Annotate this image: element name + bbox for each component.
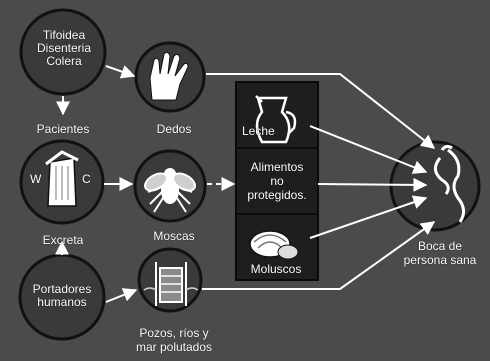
disease-disenteria: Disenteria (36, 41, 92, 55)
latrine-c-label: C (82, 172, 91, 186)
boca-circle (389, 140, 481, 232)
hand-icon (149, 51, 189, 101)
well-icon (143, 262, 199, 306)
diseases-circle (19, 8, 107, 96)
arrow-diseases-to-dedos (105, 65, 136, 79)
boca-line-2: persona sana (403, 253, 477, 267)
arrow-moluscos-to-boca (309, 195, 428, 239)
latrine-w-label: W (30, 172, 42, 186)
arrow-dedos-to-boca (206, 73, 436, 149)
diseases-label: Tifoidea Disenteria Colera (37, 29, 91, 68)
boca-line-1: Boca de (417, 239, 463, 253)
mouth-icon (434, 144, 465, 223)
arrow-portadores-to-pozos (105, 288, 138, 303)
moluscos-label: Moluscos (250, 262, 302, 276)
pacientes-label: Pacientes (36, 122, 90, 136)
dedos-label: Dedos (156, 122, 192, 136)
portadores-line-1: Portadores (32, 282, 92, 296)
arrow-leche-to-boca (309, 125, 428, 174)
alimentos-line-1: Alimentos (250, 160, 304, 174)
pozos-line-1: Pozos, ríos y (139, 326, 209, 340)
fly-icon (144, 168, 196, 213)
alimentos-line-3: protegidos. (247, 188, 307, 202)
alimentos-label: Alimentos no protegidos. (247, 160, 306, 202)
moscas-label: Moscas (153, 229, 195, 243)
boca-label: Boca de persona sana (404, 239, 477, 267)
disease-tifoidea: Tifoidea (42, 28, 86, 42)
leche-label: Leche (242, 124, 275, 138)
pozos-line-2: mar polutados (135, 340, 213, 354)
disease-colera: Colera (46, 54, 82, 68)
arrow-pozos-to-boca (202, 221, 436, 290)
milk-jug-icon (255, 95, 297, 144)
portadores-line-2: humanos (37, 295, 87, 309)
latrine-icon (45, 150, 79, 207)
arrow-alimentos-to-boca (317, 177, 428, 192)
alimentos-line-2: no (270, 174, 284, 188)
portadores-label: Portadores humanos (33, 283, 92, 309)
pozos-label: Pozos, ríos y mar polutados (136, 326, 212, 354)
clam-icon (249, 230, 299, 260)
excreta-label: Excreta (42, 233, 84, 247)
